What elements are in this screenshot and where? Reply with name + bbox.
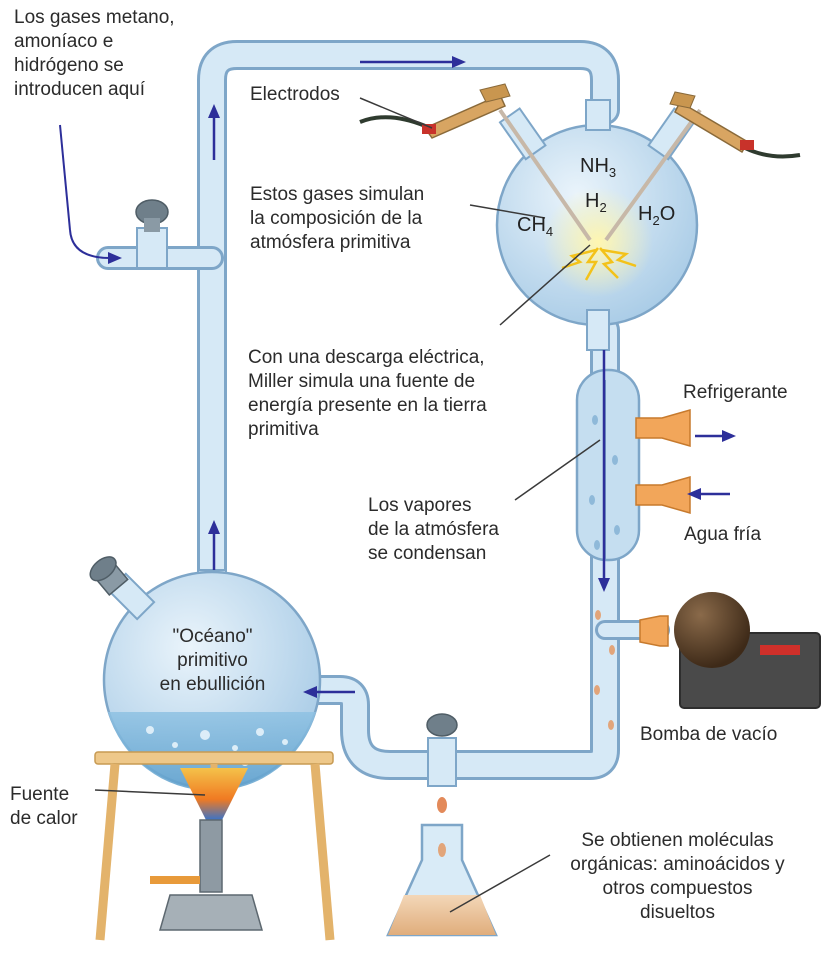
vapors-line-3: se condensan: [368, 543, 487, 564]
spark-flask: [495, 99, 702, 351]
h2o-formula: H2O: [638, 203, 675, 228]
vapors-line-1: Los vapores: [368, 495, 472, 516]
vapors-line-2: de la atmósfera: [368, 519, 499, 540]
h2-formula: H2: [585, 190, 607, 215]
heat-source-line-1: Fuente: [10, 784, 70, 805]
molecules-line-2: orgánicas: aminoácidos y: [570, 854, 785, 875]
ocean-label: "Océano" primitivo en ebullición: [130, 625, 295, 697]
ocean-line-3: en ebullición: [159, 674, 266, 695]
molecules-line-4: disueltos: [640, 902, 715, 923]
discharge-line-2: Miller simula una fuente de: [248, 371, 476, 392]
molecules-line-1: Se obtienen moléculas: [581, 830, 774, 851]
h2-base: H: [585, 190, 600, 212]
discharge-label: Con una descarga eléctrica, Miller simul…: [248, 346, 487, 442]
electrodes-label: Electrodos: [250, 84, 340, 105]
discharge-line-3: energía presente en la tierra: [248, 395, 487, 416]
gases-intro-line-3: hidrógeno se: [14, 55, 124, 76]
gases-simulate-line-2: la composición de la: [250, 208, 423, 229]
flow-arrows: [59, 56, 736, 698]
cold-water-label: Agua fría: [684, 524, 762, 545]
tripod-burner: [94, 751, 335, 941]
h2-sub: 2: [599, 200, 607, 215]
ch4-base: CH: [517, 214, 546, 236]
glass-tubing: [96, 40, 670, 780]
vacuum-pump: [639, 592, 821, 709]
h2o-tail: O: [659, 203, 676, 225]
electrode-clips: [359, 83, 801, 159]
gases-simulate-line-3: atmósfera primitiva: [250, 232, 411, 253]
vacuum-pump-label: Bomba de vacío: [640, 724, 778, 745]
gases-intro-label: Los gases metano, amoníaco e hidrógeno s…: [14, 6, 175, 102]
molecules-label: Se obtienen moléculas orgánicas: aminoác…: [525, 829, 830, 925]
discharge-line-1: Con una descarga eléctrica,: [248, 347, 485, 368]
ocean-line-1: "Océano": [172, 626, 253, 647]
vapors-label: Los vapores de la atmósfera se condensan: [368, 494, 499, 566]
refrigerant-label: Refrigerante: [683, 382, 788, 403]
nh3-sub: 3: [608, 165, 617, 180]
gases-intro-line-4: introducen aquí: [14, 79, 145, 100]
discharge-line-4: primitiva: [248, 419, 319, 440]
gases-simulate-label: Estos gases simulan la composición de la…: [250, 183, 424, 255]
nh3-base: NH: [580, 155, 609, 177]
nh3-formula: NH3: [580, 155, 616, 180]
gases-simulate-line-1: Estos gases simulan: [250, 184, 425, 205]
h2o-sub: 2: [652, 213, 660, 228]
heat-source-line-2: de calor: [10, 808, 78, 829]
heat-source-label: Fuente de calor: [10, 783, 78, 831]
h2o-base: H: [638, 203, 653, 225]
molecules-line-3: otros compuestos: [602, 878, 753, 899]
collection-flask: [386, 713, 498, 937]
leader-lines: [94, 97, 601, 913]
condenser: [575, 368, 691, 562]
droplets: [594, 610, 615, 730]
inlet-stopcock: [135, 199, 169, 269]
ch4-sub: 4: [545, 224, 554, 239]
ch4-formula: CH4: [517, 214, 553, 239]
ocean-line-2: primitivo: [177, 650, 248, 671]
gases-intro-line-1: Los gases metano,: [14, 7, 175, 28]
gases-intro-line-2: amoníaco e: [14, 31, 114, 52]
